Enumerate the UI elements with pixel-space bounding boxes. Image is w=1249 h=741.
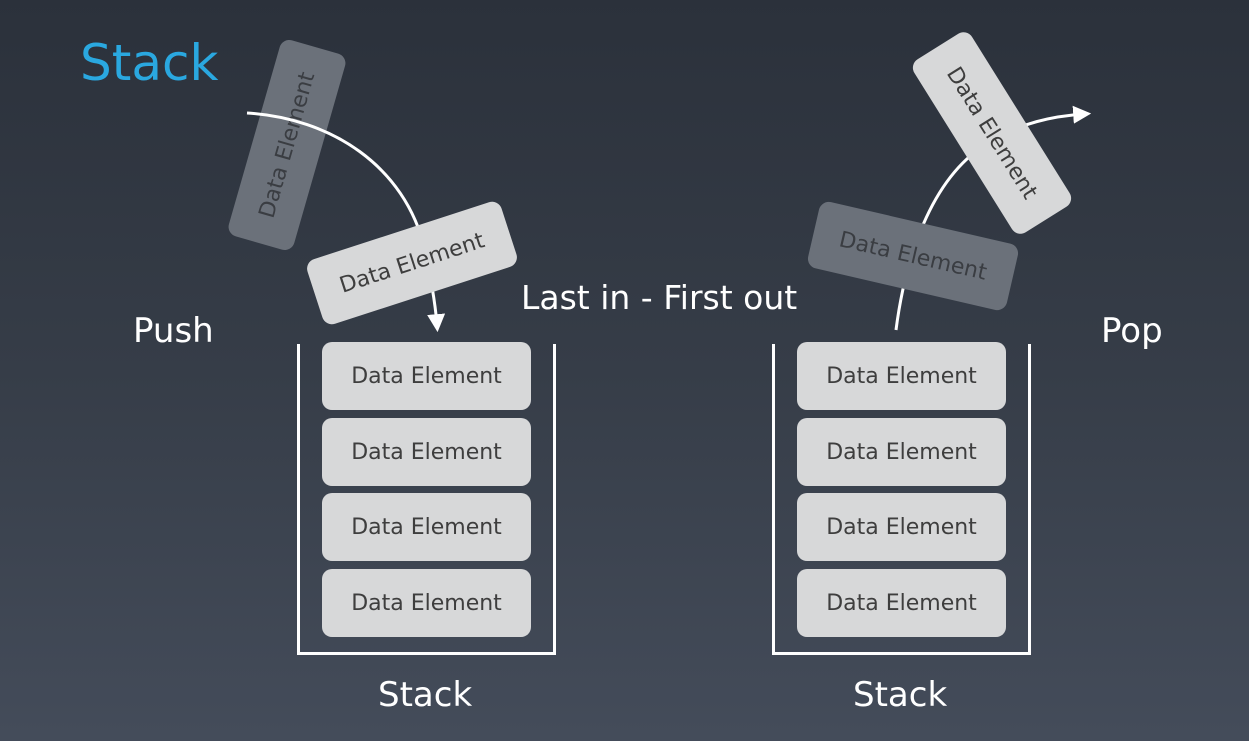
left-stack-container (297, 344, 556, 655)
left-stack-element-2: Data Element (322, 418, 531, 486)
right-stack-element-1: Data Element (797, 342, 1006, 410)
right-stack-element-3: Data Element (797, 493, 1006, 561)
lifo-label: Last in - First out (521, 278, 798, 317)
right-stack-element-2: Data Element (797, 418, 1006, 486)
right-stack-element-4: Data Element (797, 569, 1006, 637)
left-stack-element-3: Data Element (322, 493, 531, 561)
left-stack-element-1: Data Element (322, 342, 531, 410)
left-stack-label: Stack (378, 675, 473, 715)
right-stack-label: Stack (853, 675, 948, 715)
page-title: Stack (80, 34, 219, 92)
left-stack-element-4: Data Element (322, 569, 531, 637)
push-label: Push (133, 311, 214, 351)
right-stack-container (772, 344, 1031, 655)
pop-label: Pop (1101, 311, 1163, 351)
